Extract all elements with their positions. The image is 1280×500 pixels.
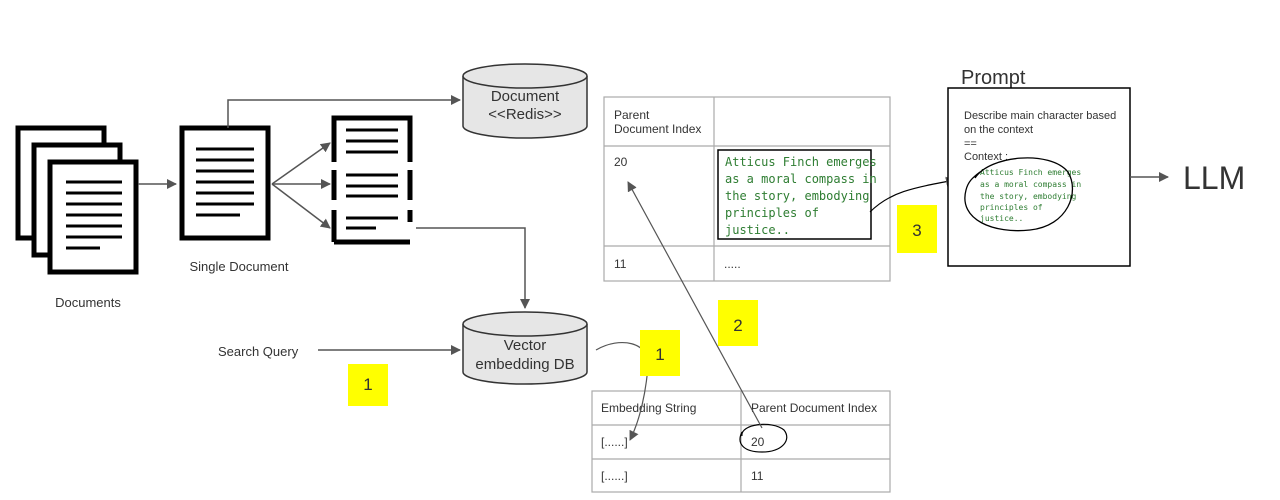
prompt-title: Prompt [961,67,1026,89]
prompt-context-line: the story, embodying [980,192,1077,201]
prompt-context-line: as a moral compass in [980,180,1081,189]
redis-label-line1: Document [491,88,560,105]
prompt-context-line: Atticus Finch emerges [980,168,1081,177]
parent-text-line: the story, embodying [725,189,870,203]
vector-db-label-line1: Vector [504,337,547,354]
step-note-lookup-number: 1 [655,345,664,364]
redis-label-line2: <<Redis>> [488,106,562,123]
single-document-icon [179,125,271,241]
arrow-index-to-parent [627,181,763,429]
parent-text-line: principles of [725,206,819,220]
prompt-context-line: justice.. [980,214,1023,223]
embedding-row-1-string: [......] [601,435,628,449]
parent-row-2-index: 11 [614,257,627,271]
prompt-context-line: principles of [980,203,1043,212]
arrow-to-chunk-3 [271,183,331,229]
embedding-table-header-index: Parent Document Index [751,401,877,415]
embedding-table [591,390,891,493]
documents-stack-icon [15,125,139,275]
prompt-line: == [964,138,977,150]
parent-text-line: Atticus Finch emerges [725,155,877,169]
parent-text-line: justice.. [725,223,790,237]
step-note-fetch [718,300,758,346]
prompt-box [947,87,1131,267]
single-document-label: Single Document [190,259,289,274]
search-query-label: Search Query [218,344,299,359]
step-note-query-number: 1 [363,375,372,394]
chunk-3-icon [331,210,413,245]
redis-database [462,63,588,139]
parent-text-line: as a moral compass in [725,172,877,186]
arrow-parent-to-prompt [869,176,956,213]
arrow-to-chunk-1 [271,142,331,185]
parent-table-header-line1: Parent [614,108,650,122]
prompt-line: Context : [964,151,1008,163]
embedding-row-2-string: [......] [601,469,628,483]
prompt-line: Describe main character based [964,110,1116,122]
documents-label: Documents [55,295,121,310]
embedding-row-1-index: 20 [751,435,765,449]
step-note-query [348,364,388,406]
arrow-single-to-redis [227,95,461,128]
llm-label: LLM [1183,160,1245,196]
vector-db-label-line2: embedding DB [475,356,574,373]
prompt-line: on the context [964,124,1033,136]
arrow-chunks-to-vectordb [416,227,530,309]
index-20-circle [739,423,788,453]
chunk-1-icon [331,115,413,162]
step-note-lookup [640,330,680,376]
parent-document-table [603,96,891,282]
step-note-prompt [897,205,937,253]
step-note-fetch-number: 2 [733,316,742,335]
context-circle [964,157,1073,232]
parent-row-2-text: ..... [724,257,741,271]
embedding-row-2-index: 11 [751,469,764,483]
vector-database [462,311,588,385]
step-note-prompt-number: 3 [912,221,921,240]
embedding-table-header-string: Embedding String [601,401,696,415]
chunk-2-icon [331,170,413,200]
parent-table-header-line2: Document Index [614,122,701,136]
parent-row-1-index: 20 [614,155,628,169]
parent-row-1-text-box [717,149,872,240]
